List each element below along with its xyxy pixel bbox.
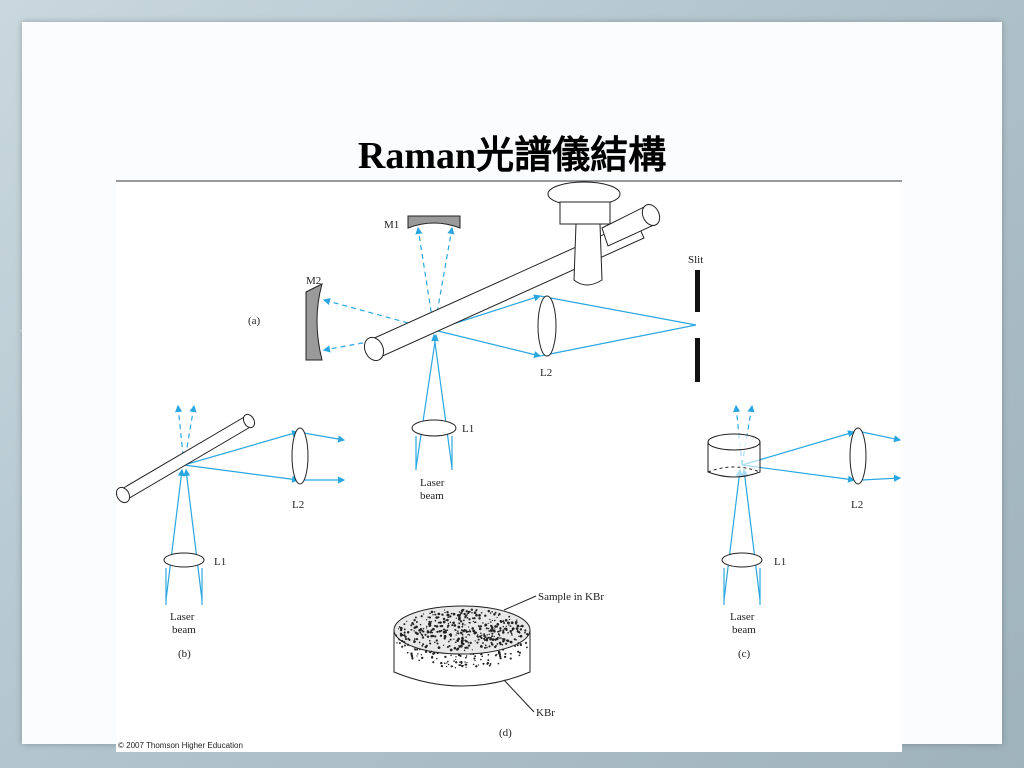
label-l2-a: L2 xyxy=(540,367,552,379)
lens-l1-c xyxy=(721,552,763,568)
label-l1-b: L1 xyxy=(214,556,226,568)
sample-speckle xyxy=(395,608,529,669)
slide-title: Raman光譜儀結構 xyxy=(357,135,667,177)
lens-l2-b xyxy=(291,427,309,485)
part-a: M1 M2 Slit (a) L2 L1 Laser beam xyxy=(248,181,703,502)
label-laser-c-2: beam xyxy=(732,624,756,636)
label-part-d: (d) xyxy=(499,727,512,739)
lens-l1-b xyxy=(163,552,205,568)
label-laser-c-1: Laser xyxy=(730,611,755,623)
label-laser-a-2: beam xyxy=(420,490,444,502)
label-laser-b-2: beam xyxy=(172,624,196,636)
label-kbr: KBr xyxy=(536,707,555,719)
sample-tube-b xyxy=(116,413,256,504)
mirror-m1 xyxy=(407,215,461,229)
slit-bottom xyxy=(695,338,700,382)
sample-cell-c xyxy=(707,433,761,478)
light-source-housing xyxy=(547,181,661,286)
part-c: L2 L1 Laser beam (c) xyxy=(707,404,902,660)
label-l1-c: L1 xyxy=(774,556,786,568)
label-m2: M2 xyxy=(306,275,321,287)
label-sample-in-kbr: Sample in KBr xyxy=(538,591,604,603)
label-slit: Slit xyxy=(688,254,703,266)
label-l2-c: L2 xyxy=(851,499,863,511)
part-d: Sample in KBr KBr (d) xyxy=(393,591,604,739)
sample-tube-a xyxy=(363,219,645,362)
label-part-a: (a) xyxy=(248,315,261,327)
label-l1-a: L1 xyxy=(462,423,474,435)
label-l2-b: L2 xyxy=(292,499,304,511)
lens-l2-c xyxy=(849,427,867,485)
label-laser-a-1: Laser xyxy=(420,477,445,489)
part-b: L2 L1 Laser beam (b) xyxy=(116,404,346,660)
label-laser-b-1: Laser xyxy=(170,611,195,623)
lens-l1-a xyxy=(411,419,457,437)
label-m1: M1 xyxy=(384,219,399,231)
lens-l2-a xyxy=(537,295,557,357)
label-part-b: (b) xyxy=(178,648,191,660)
copyright-text: © 2007 Thomson Higher Education xyxy=(118,741,243,750)
raman-diagram: M1 M2 Slit (a) L2 L1 Laser beam L2 L1 xyxy=(116,180,902,752)
mirror-m2 xyxy=(305,283,323,361)
slit-top xyxy=(695,270,700,312)
label-part-c: (c) xyxy=(738,648,751,660)
